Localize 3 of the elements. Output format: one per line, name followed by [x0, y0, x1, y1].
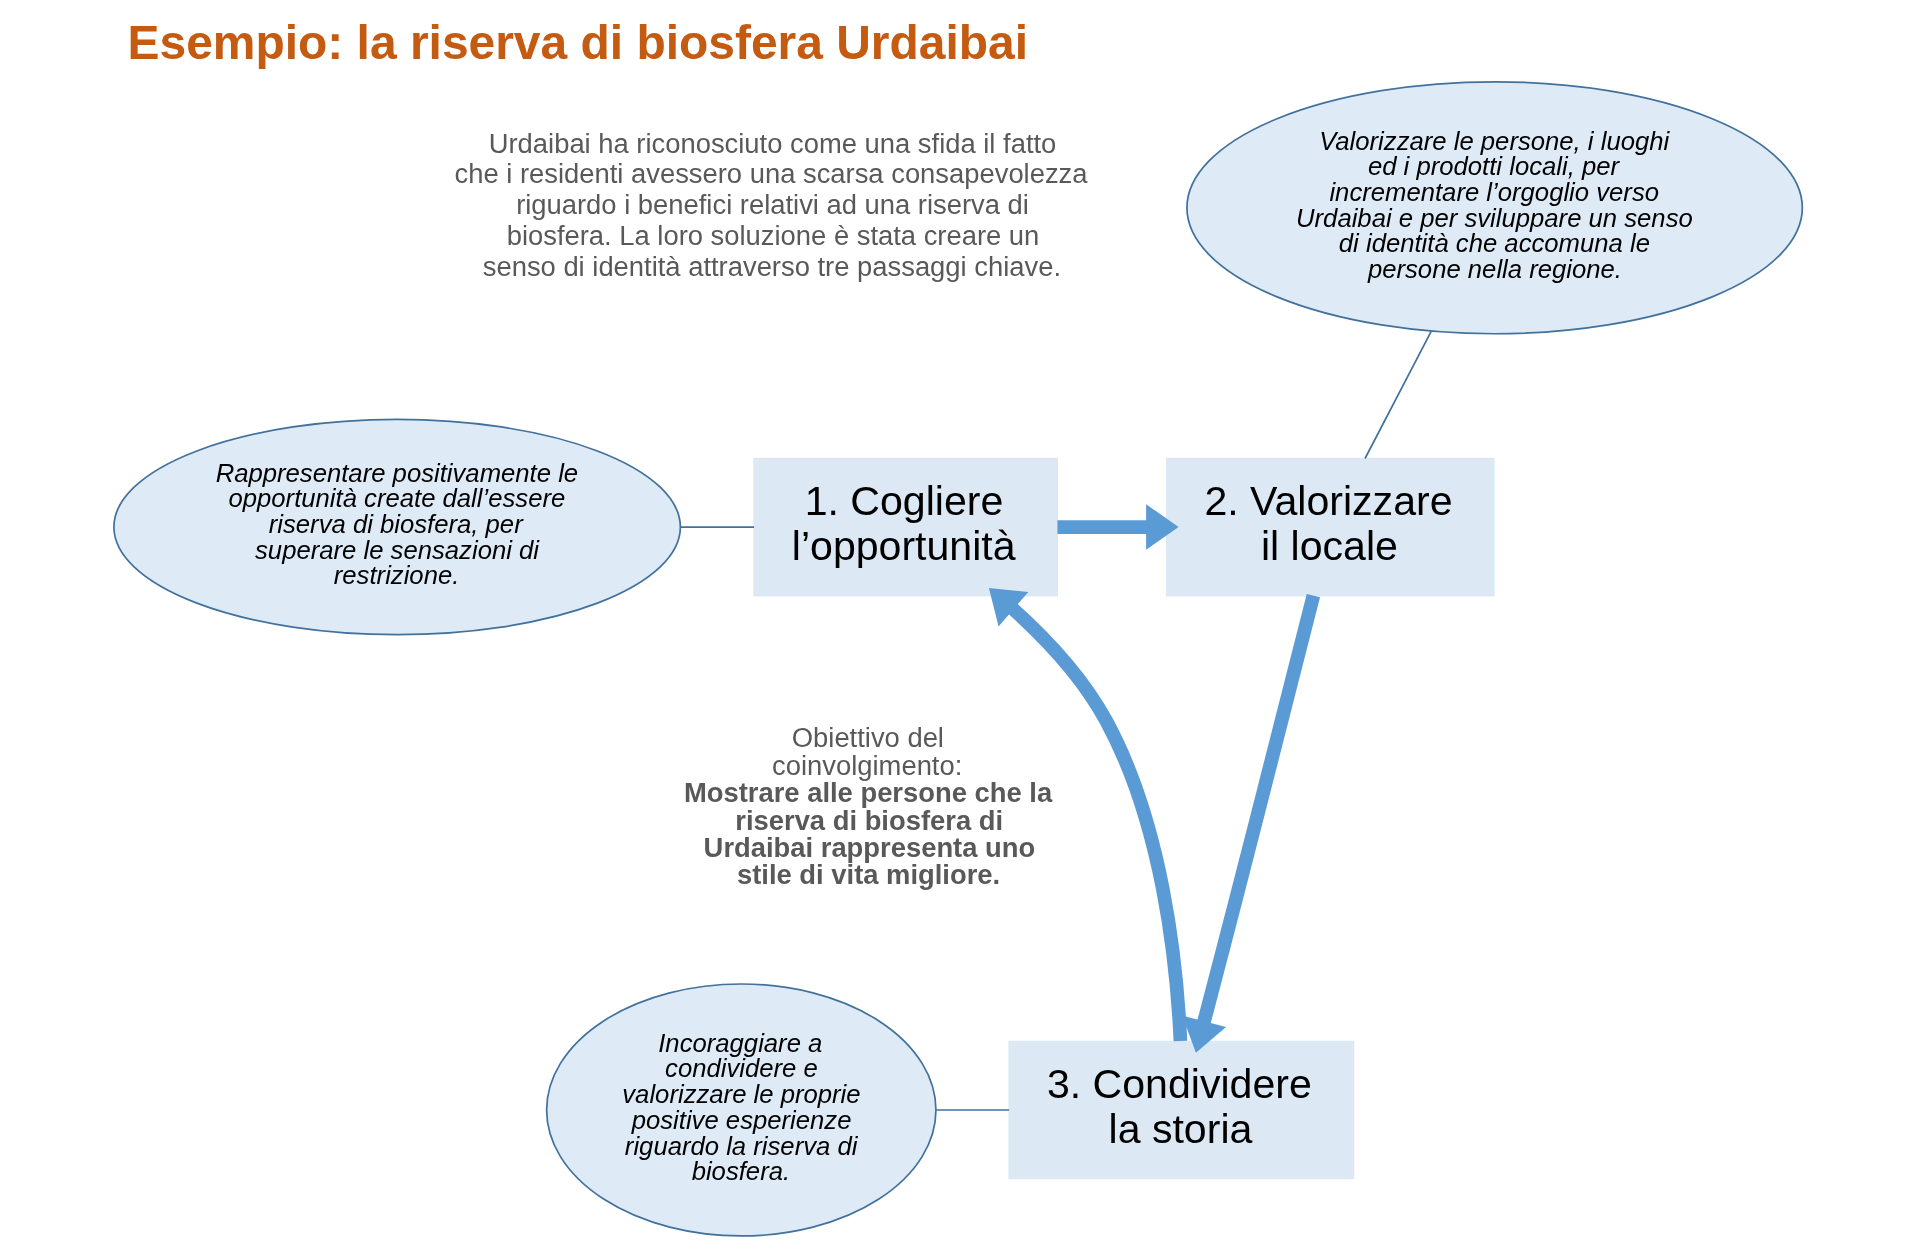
label: Urdaibai ha riconosciuto come una sfida il fatto che i residenti avessero una scarsa consapevolezza riguardo i benefici relativi ad una riserva di biosfera. La loro soluzione è stata creare un senso di identità attraverso tre passaggi chiave.	[454, 127, 1088, 282]
diagram-title: Esempio: la riserva di biosfera Urdaibai	[127, 15, 1028, 69]
label: Obiettivo del coinvolgimento:	[771, 722, 962, 781]
